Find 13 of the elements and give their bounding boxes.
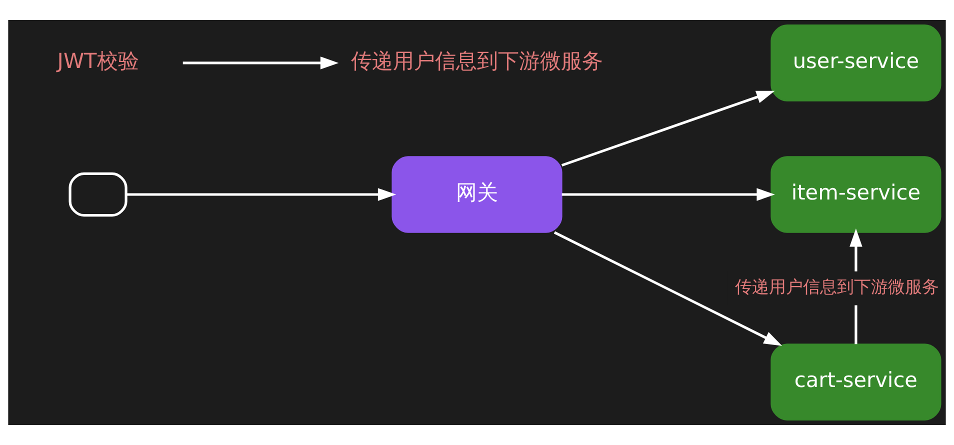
arrow <box>562 188 775 201</box>
arrow <box>561 90 775 167</box>
arrow <box>126 188 396 201</box>
node-box: user-service <box>770 24 942 102</box>
arrow <box>182 56 339 70</box>
node-monitor <box>68 172 128 217</box>
node-box: item-service <box>770 156 942 233</box>
node-box: cart-service <box>770 344 942 420</box>
node-text: JWT校验 <box>57 48 139 73</box>
node-text: 传递用户信息到下游微服务 <box>351 48 603 73</box>
node-box: 网关 <box>392 156 562 233</box>
arrow <box>554 231 782 346</box>
edge-label: 传递用户信息到下游微服务 <box>734 276 939 297</box>
